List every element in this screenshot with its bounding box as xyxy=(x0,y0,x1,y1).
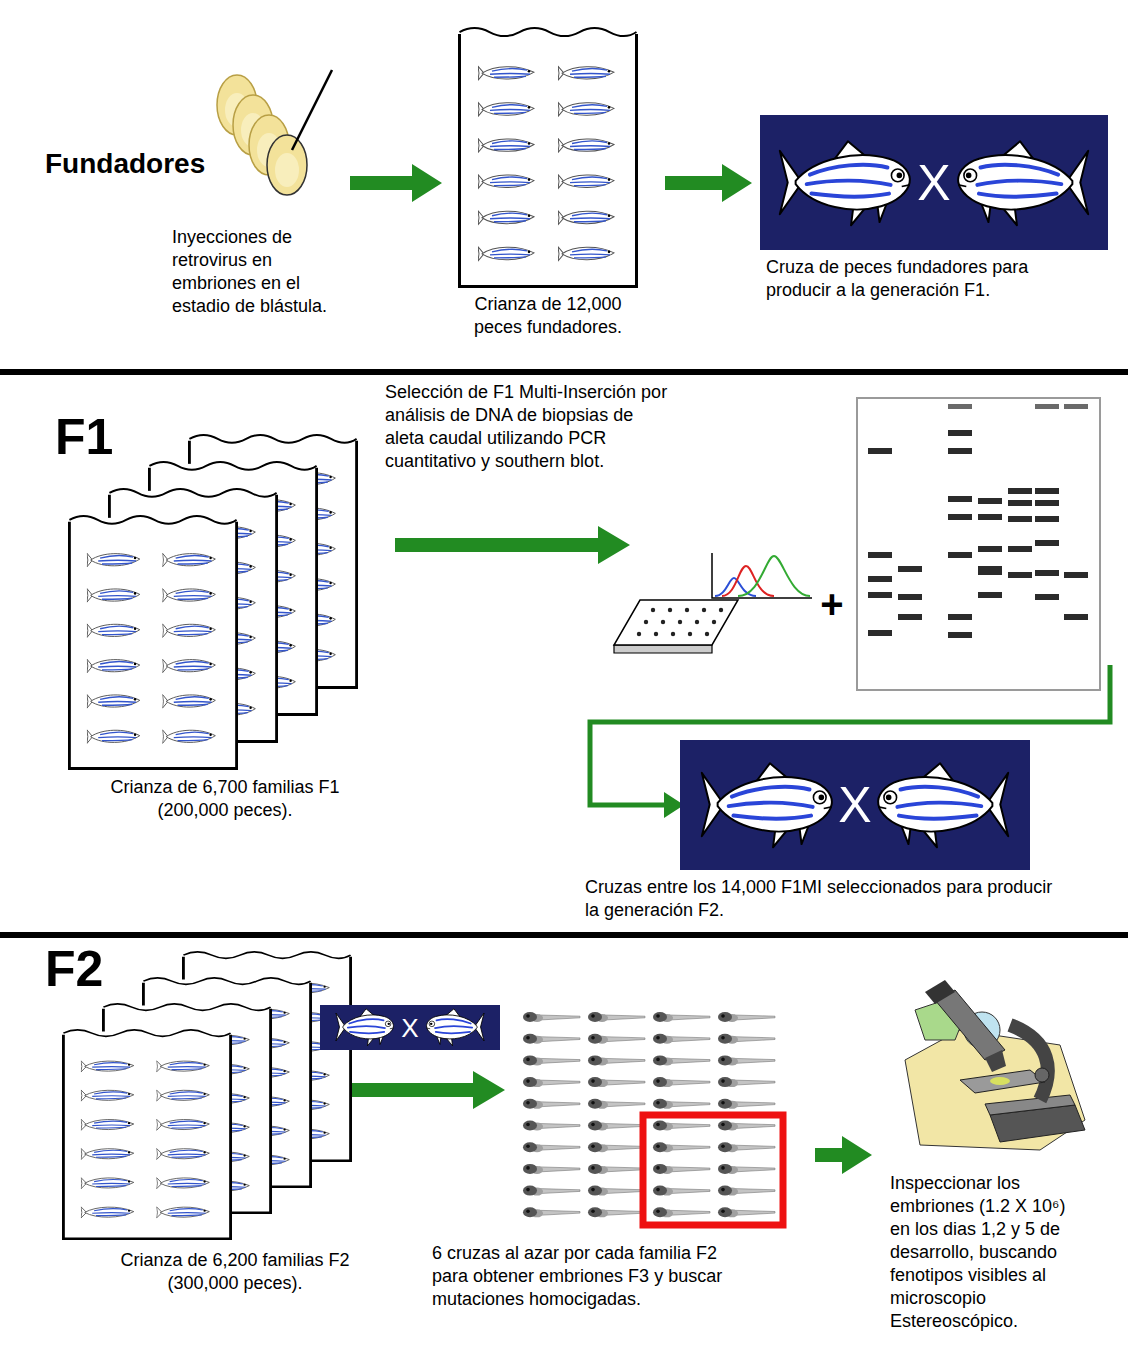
microscope-icon xyxy=(905,980,1085,1150)
section-label: F2 xyxy=(45,940,145,998)
step-caption: Cruza de peces fundadores para producir … xyxy=(766,256,1066,302)
step-caption: Inspeccionar los embriones (1.2 X 10⁶) e… xyxy=(890,1172,1075,1333)
cross-panel: X xyxy=(760,115,1108,250)
qpcr-plot xyxy=(712,553,812,598)
step-caption: Selección de F1 Multi-Inserción por anál… xyxy=(385,381,670,473)
step-caption: 6 cruzas al azar por cada familia F2 par… xyxy=(432,1242,752,1311)
fish-cross xyxy=(320,1005,500,1050)
flow-arrows xyxy=(325,164,872,1174)
step-caption: Inyecciones de retrovirus en embriones e… xyxy=(172,226,344,318)
step-caption: Crianza de 6,700 familias F1 (200,000 pe… xyxy=(105,776,345,822)
section-divider xyxy=(0,369,1128,375)
cross-panel: X xyxy=(680,740,1030,870)
pcr-plate xyxy=(614,600,738,653)
step-caption: Cruzas entre los 14,000 F1MI seleccionad… xyxy=(585,876,1055,922)
cross-symbol: X xyxy=(401,1015,418,1041)
section-label: F1 xyxy=(55,408,155,466)
fish-cross xyxy=(760,115,1108,250)
injected-embryos xyxy=(217,75,307,195)
section-divider xyxy=(0,932,1128,938)
fish-cross xyxy=(680,740,1030,870)
injection-needle xyxy=(292,70,332,150)
cross-symbol: X xyxy=(917,158,950,208)
fish-tank xyxy=(458,28,638,288)
southern-blot xyxy=(857,398,1100,690)
plus-sign: + xyxy=(812,582,852,626)
step-caption: Crianza de 12,000 peces fundadores. xyxy=(448,293,648,339)
section-label: Fundadores xyxy=(45,147,245,181)
cross-panel: X xyxy=(320,1005,500,1050)
step-caption: Crianza de 6,200 familias F2 (300,000 pe… xyxy=(115,1249,355,1295)
cross-symbol: X xyxy=(838,780,871,830)
tank-stack xyxy=(62,952,352,1240)
tank-stack xyxy=(68,435,358,770)
selection-frame xyxy=(643,1115,783,1225)
